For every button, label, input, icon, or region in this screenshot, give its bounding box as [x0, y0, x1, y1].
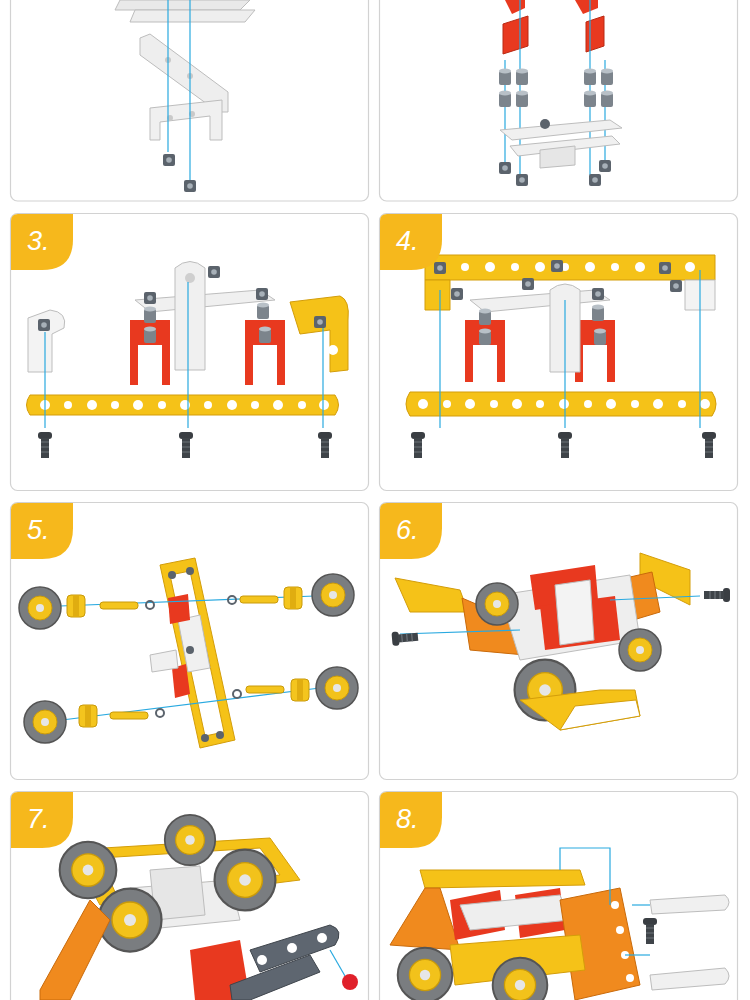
badge-fill	[11, 503, 73, 559]
badge-fill	[11, 214, 73, 270]
step-number: 6.	[396, 517, 419, 544]
step-badge: 8.	[380, 792, 442, 848]
badge-fill	[380, 792, 442, 848]
step-number: 4.	[396, 228, 419, 255]
step-number: 3.	[27, 228, 50, 255]
step-badge: 6.	[380, 503, 442, 559]
badge-fill	[380, 214, 442, 270]
step-badge: 4.	[380, 214, 442, 270]
badge-fill	[11, 792, 73, 848]
step-number: 8.	[396, 806, 419, 833]
step-badge: 3.	[11, 214, 73, 270]
step-badge: 5.	[11, 503, 73, 559]
badge-fill	[380, 503, 442, 559]
step-badge: 7.	[11, 792, 73, 848]
step-number: 5.	[27, 517, 50, 544]
step-number: 7.	[27, 806, 50, 833]
